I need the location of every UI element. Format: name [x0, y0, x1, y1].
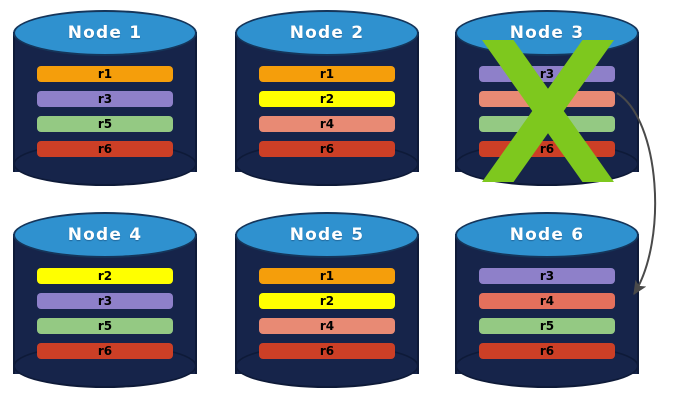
- node-title: Node 4: [67, 225, 143, 245]
- replica-row-r3[interactable]: r3: [479, 268, 615, 284]
- node-cylinder-3[interactable]: Node 3 r3 r4 r5 r6: [455, 10, 639, 186]
- node-cylinder-6[interactable]: Node 6 r3 r4 r5 r6: [455, 212, 639, 388]
- node-title: Node 3: [509, 23, 585, 43]
- replica-row-r4[interactable]: r4: [259, 318, 395, 334]
- replica-row-r1[interactable]: r1: [37, 66, 173, 82]
- replica-row-list: r1 r2 r4 r6: [259, 66, 395, 157]
- replica-row-list: r2 r3 r5 r6: [37, 268, 173, 359]
- replica-row-r3[interactable]: r3: [37, 293, 173, 309]
- replica-row-r3[interactable]: r3: [479, 66, 615, 82]
- replica-row-r2[interactable]: r2: [37, 268, 173, 284]
- replica-row-list: r1 r3 r5 r6: [37, 66, 173, 157]
- replica-row-r5[interactable]: r5: [37, 318, 173, 334]
- replica-row-r3[interactable]: r3: [37, 91, 173, 107]
- cylinder-top-ellipse: [235, 212, 419, 258]
- replica-row-list: r3 r4 r5 r6: [479, 268, 615, 359]
- node-title: Node 6: [509, 225, 585, 245]
- cylinder-top-ellipse: [13, 10, 197, 56]
- node-title: Node 2: [289, 23, 365, 43]
- replica-row-list: r3 r4 r5 r6: [479, 66, 615, 157]
- replica-row-r6[interactable]: r6: [259, 141, 395, 157]
- replica-row-r6[interactable]: r6: [37, 343, 173, 359]
- replica-row-r4[interactable]: r4: [479, 293, 615, 309]
- replica-row-r1[interactable]: r1: [259, 66, 395, 82]
- node-cylinder-1[interactable]: Node 1 r1 r3 r5 r6: [13, 10, 197, 186]
- replica-row-list: r1 r2 r4 r6: [259, 268, 395, 359]
- replica-row-r5[interactable]: r5: [37, 116, 173, 132]
- replica-row-r2[interactable]: r2: [259, 91, 395, 107]
- replica-row-r4[interactable]: r4: [479, 91, 615, 107]
- cylinder-top-ellipse: [235, 10, 419, 56]
- node-cylinder-2[interactable]: Node 2 r1 r2 r4 r6: [235, 10, 419, 186]
- node-title: Node 5: [289, 225, 365, 245]
- replica-row-r2[interactable]: r2: [259, 293, 395, 309]
- replica-row-r1[interactable]: r1: [259, 268, 395, 284]
- node-cylinder-4[interactable]: Node 4 r2 r3 r5 r6: [13, 212, 197, 388]
- replica-row-r6[interactable]: r6: [37, 141, 173, 157]
- replica-row-r5[interactable]: r5: [479, 116, 615, 132]
- replica-row-r5[interactable]: r5: [479, 318, 615, 334]
- replica-row-r6[interactable]: r6: [479, 141, 615, 157]
- node-cylinder-5[interactable]: Node 5 r1 r2 r4 r6: [235, 212, 419, 388]
- replica-row-r6[interactable]: r6: [259, 343, 395, 359]
- node-title: Node 1: [67, 23, 143, 43]
- cylinder-top-ellipse: [455, 212, 639, 258]
- cylinder-top-ellipse: [13, 212, 197, 258]
- replica-row-r6[interactable]: r6: [479, 343, 615, 359]
- replica-row-r4[interactable]: r4: [259, 116, 395, 132]
